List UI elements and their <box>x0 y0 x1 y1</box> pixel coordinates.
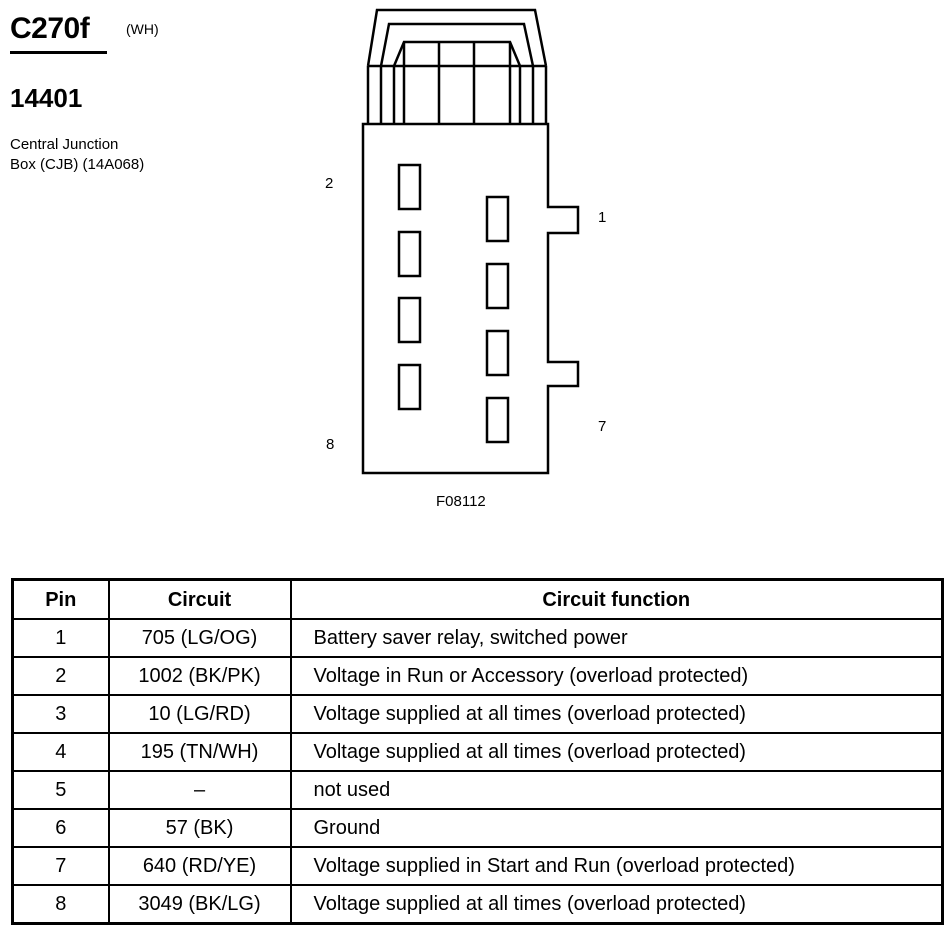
connector-body-outline <box>361 122 580 475</box>
cell-circuit-function: Voltage in Run or Accessory (overload pr… <box>289 656 944 696</box>
pin-label-7: 7 <box>598 418 607 435</box>
table-row: 4 195 (TN/WH) Voltage supplied at all ti… <box>11 732 944 772</box>
pinout-table: Pin Circuit Circuit function 1 705 (LG/O… <box>11 578 944 925</box>
pin-label-2: 2 <box>325 175 334 192</box>
connector-latch-middle <box>379 22 535 67</box>
header-circuit: Circuit <box>107 578 292 620</box>
cell-circuit-function: not used <box>289 770 944 810</box>
cell-circuit: 640 (RD/YE) <box>107 846 292 886</box>
cell-pin: 6 <box>11 808 110 848</box>
pin-cavity-8 <box>397 363 422 411</box>
pin-cavity-1 <box>485 195 510 243</box>
table-row: 3 10 (LG/RD) Voltage supplied at all tim… <box>11 694 944 734</box>
header-circuit-function: Circuit function <box>289 578 944 620</box>
table-row: 8 3049 (BK/LG) Voltage supplied at all t… <box>11 884 944 925</box>
connector-id: C270f <box>10 12 90 45</box>
cell-circuit-function: Voltage supplied at all times (overload … <box>289 884 944 925</box>
connector-latch-inner <box>392 40 522 67</box>
cell-pin: 7 <box>11 846 110 886</box>
table-row: 1 705 (LG/OG) Battery saver relay, switc… <box>11 618 944 658</box>
cell-circuit-function: Voltage supplied in Start and Run (overl… <box>289 846 944 886</box>
part-number: 14401 <box>10 83 83 113</box>
connector-color-code: (WH) <box>126 21 159 37</box>
cell-pin: 2 <box>11 656 110 696</box>
cell-circuit-function: Battery saver relay, switched power <box>289 618 944 658</box>
table-row: 6 57 (BK) Ground <box>11 808 944 848</box>
pin-cavity-4 <box>397 230 422 278</box>
connector-latch-outer <box>366 8 548 67</box>
pin-cavity-5 <box>485 329 510 377</box>
pin-cavity-2 <box>397 163 422 211</box>
cell-circuit: – <box>107 770 292 810</box>
cell-pin: 4 <box>11 732 110 772</box>
pin-cavity-7 <box>485 396 510 444</box>
pin-cavity-6 <box>397 296 422 344</box>
connector-id-underline <box>10 51 107 54</box>
figure-id: F08112 <box>436 493 486 510</box>
cell-circuit: 705 (LG/OG) <box>107 618 292 658</box>
cell-pin: 1 <box>11 618 110 658</box>
cell-circuit: 57 (BK) <box>107 808 292 848</box>
cell-circuit: 1002 (BK/PK) <box>107 656 292 696</box>
description-line-2: Box (CJB) (14A068) <box>10 156 145 173</box>
cell-pin: 8 <box>11 884 110 925</box>
cell-circuit: 10 (LG/RD) <box>107 694 292 734</box>
table-row: 5 – not used <box>11 770 944 810</box>
connector-face-diagram <box>361 8 580 475</box>
table-row: 2 1002 (BK/PK) Voltage in Run or Accesso… <box>11 656 944 696</box>
cell-circuit-function: Ground <box>289 808 944 848</box>
cell-circuit-function: Voltage supplied at all times (overload … <box>289 732 944 772</box>
description-line-1: Central Junction <box>10 136 119 153</box>
component-description: Central Junction Box (CJB) (14A068) <box>10 135 144 175</box>
cell-circuit-function: Voltage supplied at all times (overload … <box>289 694 944 734</box>
cell-pin: 5 <box>11 770 110 810</box>
table-row: 7 640 (RD/YE) Voltage supplied in Start … <box>11 846 944 886</box>
cell-circuit: 3049 (BK/LG) <box>107 884 292 925</box>
pin-cavity-3 <box>485 262 510 310</box>
cell-circuit: 195 (TN/WH) <box>107 732 292 772</box>
header-pin: Pin <box>11 578 110 620</box>
cell-pin: 3 <box>11 694 110 734</box>
pin-label-8: 8 <box>326 436 335 453</box>
pin-label-1: 1 <box>598 209 607 226</box>
table-header-row: Pin Circuit Circuit function <box>11 578 944 620</box>
